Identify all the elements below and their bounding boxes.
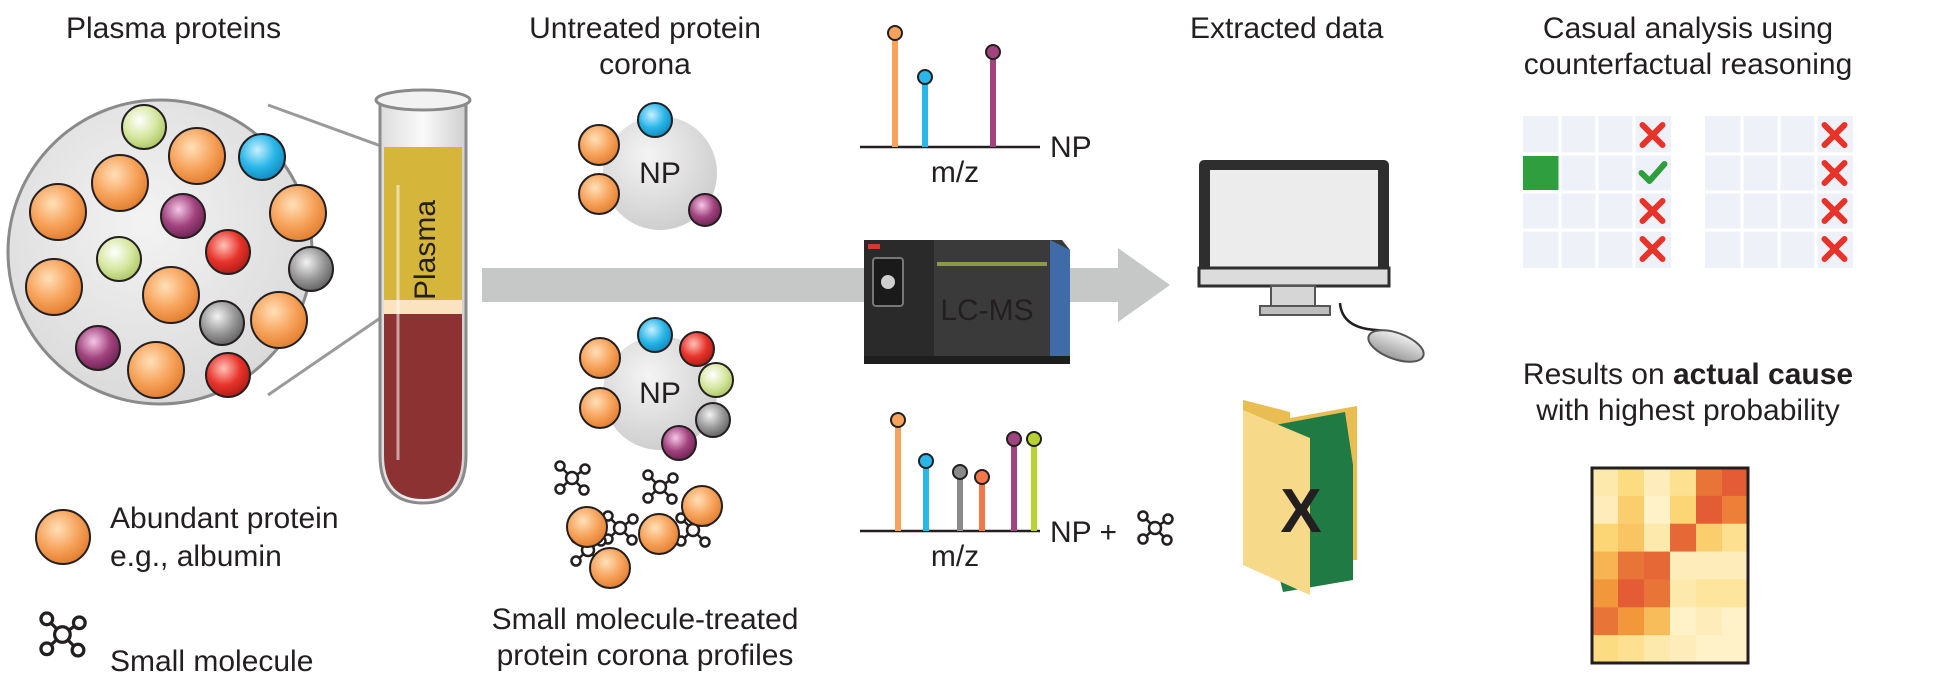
heatmap-cell bbox=[1618, 523, 1645, 553]
title-results-line2: with highest probability bbox=[1536, 394, 1840, 427]
cross-mark-icon bbox=[1639, 122, 1666, 148]
heatmap-cell bbox=[1670, 579, 1697, 608]
heatmap-cell bbox=[1618, 468, 1645, 497]
heatmap-cell bbox=[1670, 468, 1697, 497]
plasma-zoom bbox=[6, 98, 393, 406]
heatmap-cell bbox=[1696, 551, 1723, 580]
heatmap-cell bbox=[1644, 607, 1671, 636]
heatmap-cell bbox=[1722, 607, 1749, 636]
heatmap-cell bbox=[1644, 523, 1671, 553]
title-results-line1: Results on actual cause bbox=[1488, 358, 1888, 392]
heatmap-cell bbox=[1670, 551, 1697, 580]
spectrum-top-tag: NP bbox=[1050, 131, 1092, 164]
molecule-icon-inline bbox=[1137, 510, 1174, 546]
heatmap-cell bbox=[1722, 523, 1749, 553]
treated-np-corona: NP bbox=[579, 317, 734, 461]
counterfactual-table-left bbox=[1523, 116, 1671, 268]
heatmap-cell bbox=[1696, 468, 1723, 497]
heatmap-cell bbox=[1722, 468, 1749, 497]
heatmap-cell bbox=[1592, 635, 1619, 664]
legend-protein-line2: e.g., albumin bbox=[110, 540, 282, 573]
legend-protein-line1: Abundant protein bbox=[110, 502, 339, 535]
heatmap-cell bbox=[1618, 551, 1645, 580]
heatmap-cell bbox=[1696, 495, 1723, 525]
spectrum-top: m/z NP bbox=[860, 25, 1092, 189]
heatmap-cell bbox=[1722, 635, 1749, 664]
heatmap-border bbox=[1590, 466, 1750, 665]
heatmap-cell bbox=[1696, 607, 1723, 636]
spectrum-bottom-tag: NP + bbox=[1050, 516, 1117, 549]
spectrum-bottom: m/z NP + bbox=[860, 412, 1174, 573]
heatmap-cell bbox=[1592, 468, 1619, 497]
heatmap-cell bbox=[1592, 607, 1619, 636]
heatmap-cell bbox=[1644, 579, 1671, 608]
title-plasma-proteins: Plasma proteins bbox=[66, 12, 282, 45]
cross-mark-icon bbox=[1821, 122, 1848, 148]
heatmap-cell bbox=[1644, 551, 1671, 580]
cross-mark-icon bbox=[1821, 236, 1848, 262]
legend-molecule: Small molecule bbox=[110, 645, 314, 678]
lcms-instrument: LC-MS bbox=[864, 240, 1070, 364]
highlight-cell bbox=[1523, 156, 1560, 190]
cross-mark-icon bbox=[1821, 160, 1848, 186]
title-treated-line1: Small molecule-treated bbox=[491, 603, 799, 636]
heatmap-cell bbox=[1670, 495, 1697, 525]
heatmap-cell bbox=[1696, 579, 1723, 608]
small-molecule-cluster bbox=[554, 460, 723, 589]
heatmap-cell bbox=[1722, 551, 1749, 580]
cross-mark-icon bbox=[1639, 236, 1666, 262]
lcms-label: LC-MS bbox=[940, 294, 1033, 327]
np-label-untreated: NP bbox=[639, 157, 681, 190]
excel-folder-icon: X bbox=[1243, 400, 1357, 595]
cross-mark-icon bbox=[1639, 198, 1666, 224]
check-mark-icon bbox=[1638, 161, 1668, 184]
heatmap-cell bbox=[1644, 635, 1671, 664]
cross-mark-icon bbox=[1821, 198, 1848, 224]
title-treated-line2: protein corona profiles bbox=[496, 639, 794, 672]
results-text-plain: Results on bbox=[1522, 358, 1673, 391]
results-heatmap bbox=[1590, 466, 1750, 665]
untreated-np-corona: NP bbox=[578, 102, 722, 230]
heatmap-cell bbox=[1722, 495, 1749, 525]
heatmap-cell bbox=[1696, 523, 1723, 553]
test-tube: Plasma bbox=[374, 88, 472, 505]
heatmap-cell bbox=[1670, 635, 1697, 664]
heatmap-cell bbox=[1618, 579, 1645, 608]
spectrum-bottom-xlabel: m/z bbox=[931, 540, 979, 573]
tube-label: Plasma bbox=[409, 200, 442, 300]
excel-x-glyph: X bbox=[1280, 477, 1321, 546]
title-causal-line1: Casual analysis using bbox=[1542, 12, 1834, 45]
legend-protein-icon bbox=[35, 509, 91, 565]
title-untreated-line1: Untreated protein bbox=[529, 12, 761, 45]
spectrum-top-xlabel: m/z bbox=[931, 156, 979, 189]
legend-molecule-icon bbox=[39, 611, 87, 658]
heatmap-cell bbox=[1618, 635, 1645, 664]
heatmap-cell bbox=[1618, 495, 1645, 525]
heatmap-cell bbox=[1592, 495, 1619, 525]
heatmap-cell bbox=[1592, 523, 1619, 553]
title-untreated-line2: corona bbox=[599, 48, 691, 81]
heatmap-cell bbox=[1592, 551, 1619, 580]
heatmap-cell bbox=[1644, 468, 1671, 497]
heatmap-cell bbox=[1618, 607, 1645, 636]
heatmap-cell bbox=[1670, 523, 1697, 553]
heatmap-cell bbox=[1592, 579, 1619, 608]
computer-monitor bbox=[1197, 160, 1425, 363]
heatmap-cell bbox=[1722, 579, 1749, 608]
mouse-icon bbox=[1367, 329, 1425, 363]
counterfactual-table-right bbox=[1705, 116, 1853, 268]
title-causal-line2: counterfactual reasoning bbox=[1523, 48, 1853, 81]
protein-spheres bbox=[25, 104, 334, 399]
heatmap-cell bbox=[1644, 495, 1671, 525]
title-extracted-data: Extracted data bbox=[1190, 12, 1384, 45]
np-label-treated: NP bbox=[639, 377, 681, 410]
results-text-bold: actual cause bbox=[1672, 358, 1854, 391]
heatmap-cell bbox=[1696, 635, 1723, 664]
heatmap-cell bbox=[1670, 607, 1697, 636]
